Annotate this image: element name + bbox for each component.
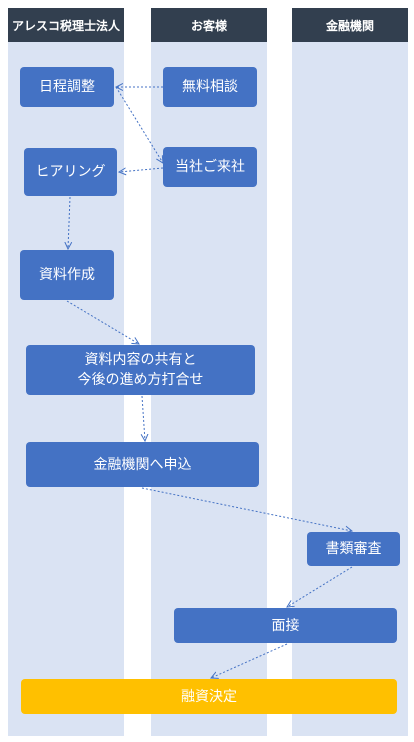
- step-share-and-plan: 資料内容の共有と 今後の進め方打合せ: [26, 345, 255, 395]
- step-share-line-1: 資料内容の共有と: [84, 352, 197, 368]
- lane-header-tax-firm: アレスコ税理士法人: [8, 8, 124, 42]
- step-apply-to-bank: 金融機関へ申込: [26, 442, 259, 487]
- step-free-consultation: 無料相談: [163, 67, 257, 107]
- arrow-schedule-to-visit: [115, 86, 163, 163]
- arrow-materials-to-share: [66, 300, 139, 344]
- arrow-apply-to-review: [141, 487, 352, 531]
- step-hearing: ヒアリング: [24, 148, 117, 196]
- step-share-line-2: 今後の進め方打合せ: [77, 372, 204, 388]
- lane-header-customer: お客様: [151, 8, 267, 42]
- step-loan-decision: 融資決定: [21, 679, 397, 714]
- step-document-review: 書類審査: [307, 532, 400, 566]
- arrow-interview-to-decision: [211, 643, 288, 678]
- lane-header-bank: 金融機関: [292, 8, 408, 42]
- step-prepare-materials: 資料作成: [20, 250, 114, 300]
- step-office-visit: 当社ご来社: [163, 147, 257, 187]
- step-interview: 面接: [174, 608, 397, 643]
- arrow-share-to-apply: [142, 395, 145, 441]
- arrow-hearing-to-materials: [68, 196, 70, 249]
- arrow-review-to-interview: [287, 566, 353, 607]
- arrow-visit-to-hearing: [119, 168, 164, 172]
- step-schedule: 日程調整: [20, 67, 114, 107]
